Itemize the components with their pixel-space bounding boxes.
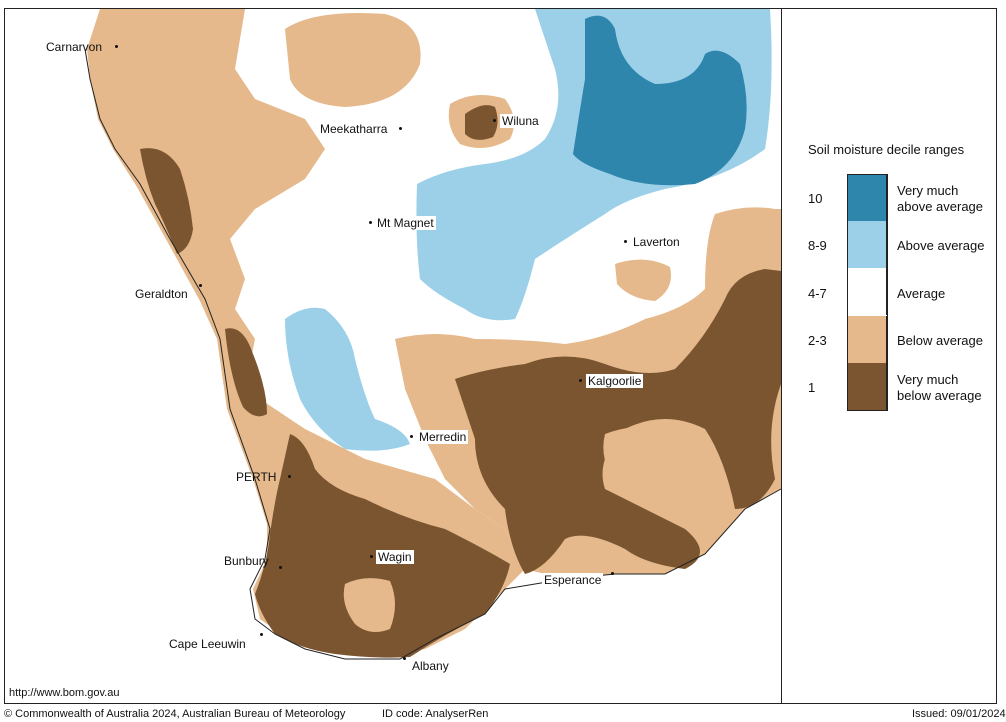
legend-label-line: Below average — [897, 333, 983, 348]
legend-code: 4-7 — [808, 286, 827, 301]
legend-code: 8-9 — [808, 238, 827, 253]
legend-label: Very much above average — [897, 183, 997, 215]
legend-label: Very much below average — [897, 372, 997, 404]
legend-code: 2-3 — [808, 333, 827, 348]
region-very-much-above-average — [573, 15, 747, 186]
footer-issued-date: Issued: 09/01/2024 — [912, 708, 1006, 720]
region-below-average-west — [87, 9, 525, 657]
legend-label: Below average — [897, 333, 997, 349]
map-canvas — [5, 9, 782, 703]
town-label-wiluna: Wiluna — [500, 114, 541, 128]
soil-moisture-map — [5, 9, 782, 703]
legend-label: Above average — [897, 238, 997, 254]
town-label-bunbury: Bunbury — [224, 554, 269, 568]
town-dot — [493, 119, 496, 122]
town-dot — [370, 555, 373, 558]
region-below-average-island-east — [603, 426, 715, 515]
legend-label-line: Above average — [897, 238, 985, 253]
region-very-much-below-average-coast-mid — [225, 328, 267, 417]
town-label-kalgoorlie: Kalgoorlie — [586, 374, 644, 388]
legend-code: 10 — [808, 191, 823, 206]
legend-label-line: Average — [897, 286, 946, 301]
region-below-average-laverton — [615, 259, 671, 301]
legend-code: 1 — [808, 380, 816, 395]
town-label-perth: PERTH — [236, 470, 277, 484]
legend-label-line: Very much — [897, 372, 959, 387]
town-dot — [279, 566, 282, 569]
town-dot — [611, 572, 614, 575]
town-label-esperance: Esperance — [542, 573, 604, 587]
town-dot — [624, 240, 627, 243]
town-label-albany: Albany — [410, 659, 451, 673]
town-dot — [579, 379, 582, 382]
town-label-wagin: Wagin — [376, 550, 414, 564]
legend-label-line: Very much — [897, 183, 959, 198]
town-label-mt-magnet: Mt Magnet — [375, 216, 436, 230]
legend-box — [847, 174, 888, 411]
region-below-average-island-south — [343, 578, 395, 633]
region-very-much-below-average-coast-north — [140, 148, 193, 254]
legend-label-line: above average — [897, 199, 984, 214]
town-dot — [199, 284, 202, 287]
footer-id-code: ID code: AnalyserRen — [382, 708, 489, 720]
town-dot — [369, 221, 372, 224]
town-dot — [410, 435, 413, 438]
legend-label: Average — [897, 286, 997, 302]
region-very-much-below-average-south — [255, 434, 510, 658]
region-very-much-below-average-east — [455, 269, 781, 574]
legend-title: Soil moisture decile ranges — [808, 142, 965, 157]
town-label-merredin: Merredin — [417, 430, 469, 444]
town-label-meekatharra: Meekatharra — [320, 122, 388, 136]
town-dot — [260, 633, 263, 636]
region-below-average-north — [285, 13, 421, 107]
town-dot — [115, 45, 118, 48]
region-very-much-below-average-wiluna — [465, 105, 498, 140]
legend-swatch-very-much-above — [847, 174, 887, 221]
town-dot — [288, 475, 291, 478]
map-frame — [4, 8, 997, 704]
town-label-carnarvon: Carnarvon — [46, 40, 103, 54]
panel-divider — [781, 8, 782, 704]
region-above-average-west — [285, 307, 410, 451]
town-label-cape-leeuwin: Cape Leeuwin — [169, 637, 246, 651]
legend-label-line: below average — [897, 388, 982, 403]
town-label-laverton: Laverton — [631, 235, 682, 249]
footer-copyright: © Commonwealth of Australia 2024, Austra… — [4, 708, 346, 720]
town-dot — [399, 127, 402, 130]
source-url: http://www.bom.gov.au — [9, 687, 120, 699]
town-dot — [403, 657, 406, 660]
town-label-geraldton: Geraldton — [135, 287, 188, 301]
